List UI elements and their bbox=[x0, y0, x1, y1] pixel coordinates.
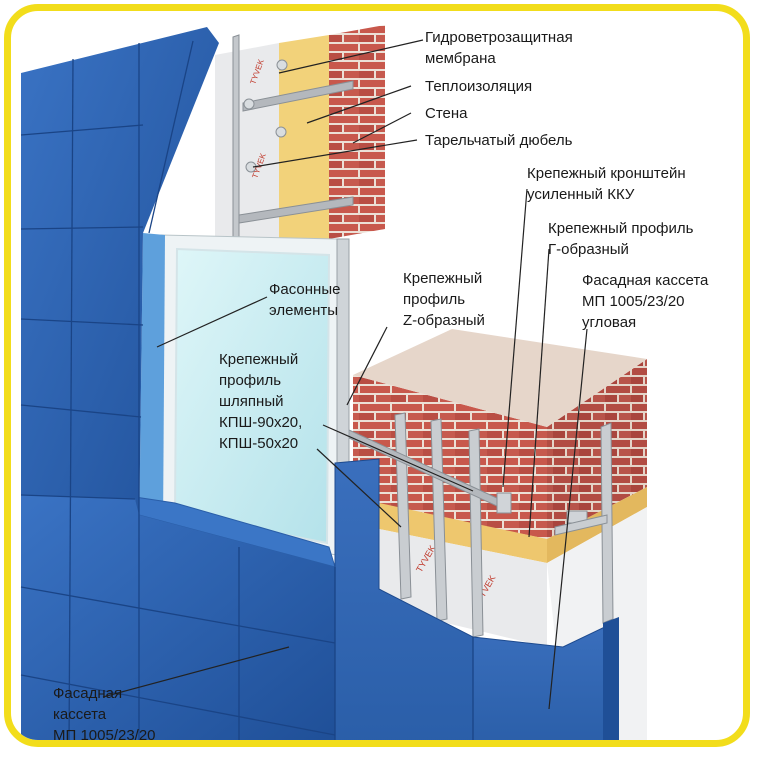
label-insulation: Теплоизоляция bbox=[425, 78, 533, 95]
label-wall: Стена bbox=[425, 105, 468, 122]
upper-rail bbox=[242, 80, 354, 112]
facade-cassette-lower bbox=[21, 495, 335, 740]
bracket bbox=[496, 492, 512, 514]
panel-seams bbox=[20, 40, 474, 740]
upper-membrane bbox=[215, 43, 279, 259]
upper-rail bbox=[232, 34, 240, 260]
corner-membrane-front bbox=[379, 529, 547, 647]
dowel-head bbox=[275, 126, 287, 138]
corner-insulation-front bbox=[379, 503, 547, 563]
corner-brick-side bbox=[547, 359, 647, 539]
leader-lines bbox=[102, 39, 588, 710]
facade-cassette-corner-edge bbox=[603, 617, 619, 740]
hat-profile bbox=[468, 428, 484, 638]
facade-illustration: TYVEK TYVEK TYVEK TYVEK bbox=[20, 25, 647, 740]
upper-brick-wall bbox=[329, 25, 385, 239]
dowel-head bbox=[243, 98, 255, 110]
window-glass bbox=[173, 247, 331, 545]
diagram-frame: TYVEK TYVEK TYVEK TYVEK bbox=[4, 4, 750, 747]
label-dowel: Тарельчатый дюбель bbox=[425, 132, 573, 149]
g-profile bbox=[554, 514, 608, 536]
dowel-head bbox=[276, 59, 288, 71]
window-reveal bbox=[139, 233, 165, 541]
corner-brick-top bbox=[353, 329, 647, 427]
